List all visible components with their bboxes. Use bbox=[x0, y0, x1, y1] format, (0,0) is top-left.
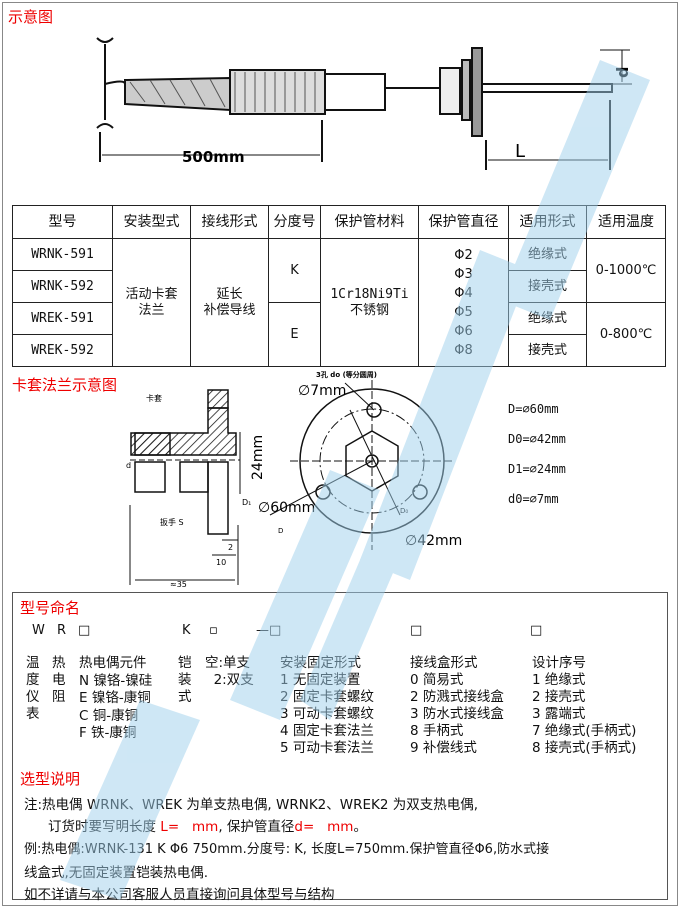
kataoguan-label: 卡套 bbox=[146, 393, 162, 403]
header-temp: 适用温度 bbox=[586, 205, 666, 239]
dim-10: 10 bbox=[216, 558, 226, 567]
selection-title: 选型说明 bbox=[20, 770, 81, 788]
header-form: 适用形式 bbox=[508, 205, 587, 239]
header-install: 安装型式 bbox=[112, 205, 191, 239]
naming-col-element: 热电偶元件 N 镍铬-镍硅 E 镍铬-康铜 C 铜-康铜 F 铁-康铜 bbox=[79, 655, 153, 741]
D0-label: D₀ bbox=[400, 507, 408, 515]
length-field: L= mm bbox=[160, 819, 219, 835]
table-row: WRNK-591 活动卡套 法兰 延长 补偿导线 K 1Cr18Ni9Ti 不锈… bbox=[12, 238, 666, 367]
code-box: —□ bbox=[256, 623, 282, 638]
code-box: □ bbox=[530, 623, 543, 638]
header-grad: 分度号 bbox=[268, 205, 321, 239]
naming-col-branch: 空:单支 2:双支 bbox=[205, 655, 254, 688]
install-cell: 活动卡套 法兰 bbox=[112, 238, 191, 367]
grad-cell: K bbox=[268, 238, 321, 303]
naming-col-junction-box: 接线盒形式 0 简易式 2 防溅式接线盒 3 防水式接线盒 8 手柄式 9 补偿… bbox=[410, 655, 504, 756]
code-box-small: ▫ bbox=[209, 623, 218, 638]
example-line-1: 例:热电偶:WRNK-131 K Φ6 750mm.分度号: K, 长度L=75… bbox=[24, 842, 550, 857]
header-wiring: 接线形式 bbox=[190, 205, 269, 239]
code-R: R bbox=[57, 623, 67, 638]
example-line-2: 线盒式,无固定装置铠装热电偶. bbox=[24, 865, 209, 881]
holes-label: 3孔 do (等分圆周) bbox=[316, 370, 377, 379]
spec-D0: D0=∅42mm bbox=[508, 432, 566, 446]
contact-note: 如不详请与本公司客服人员直接询问具体型号与结构 bbox=[24, 887, 335, 903]
wiring-cell: 延长 补偿导线 bbox=[190, 238, 269, 367]
model-cell: WREK-591 bbox=[12, 302, 113, 335]
form-cell: 接壳式 bbox=[508, 334, 587, 367]
D1-label: D₁ bbox=[242, 498, 251, 507]
model-cell: WREK-592 bbox=[12, 334, 113, 367]
dim-2: 2 bbox=[228, 543, 233, 552]
header-model: 型号 bbox=[12, 205, 113, 239]
diameter-field: d= mm bbox=[294, 819, 354, 835]
model-cell: WRNK-592 bbox=[12, 270, 113, 303]
code-W: W bbox=[32, 623, 45, 638]
table-header-row: 型号 安装型式 接线形式 分度号 保护管材料 保护管直径 适用形式 适用温度 bbox=[12, 205, 666, 239]
note-line-1: 注:热电偶 WRNK、WREK 为单支热电偶, WRNK2、WREK2 为双支热… bbox=[24, 797, 479, 813]
temp-cell: 0-1000℃ bbox=[586, 238, 666, 303]
header-material: 保护管材料 bbox=[320, 205, 419, 239]
form-cell: 绝缘式 bbox=[508, 238, 587, 271]
D0-dim: ∅42mm bbox=[405, 533, 462, 549]
length-L-label: L bbox=[515, 141, 525, 162]
naming-col-armored: 铠 装 式 bbox=[178, 655, 192, 705]
naming-title: 型号命名 bbox=[20, 599, 81, 617]
code-box: □ bbox=[78, 623, 91, 638]
flange-schematic-title: 卡套法兰示意图 bbox=[12, 376, 118, 394]
naming-col-install: 安装固定形式 1 无固定装置 2 固定卡套螺纹 3 可动卡套螺纹 4 固定卡套法… bbox=[280, 655, 374, 756]
naming-col-thermal-resistor: 热 电 阻 bbox=[52, 655, 66, 705]
model-cell: WRNK-591 bbox=[12, 238, 113, 271]
flange-drawing: 卡套 扳手 S 2 10 ≈35 d D₁ 24mm 3孔 do (等分圆周) … bbox=[126, 370, 462, 589]
d0-dim: ∅7mm bbox=[298, 383, 346, 399]
thermocouple-drawing: 500mm L d bbox=[96, 37, 632, 170]
spec-D1: D1=∅24mm bbox=[508, 462, 566, 476]
naming-col-temp-instrument: 温 度 仪 表 bbox=[26, 655, 40, 722]
grad-cell: E bbox=[268, 302, 321, 367]
D-dim: ∅60mm bbox=[258, 500, 315, 516]
form-cell: 绝缘式 bbox=[508, 302, 587, 335]
naming-col-design: 设计序号 1 绝缘式 2 接壳式 3 露端式 7 绝缘式(手柄式) 8 接壳式(… bbox=[532, 655, 637, 756]
D-label: D bbox=[278, 527, 283, 535]
diameter-d-label: d bbox=[613, 67, 632, 78]
note-text: 。 bbox=[353, 819, 367, 835]
dim-35: ≈35 bbox=[170, 580, 187, 589]
form-cell: 接壳式 bbox=[508, 270, 587, 303]
diameter-cell: Φ2 Φ3 Φ4 Φ5 Φ6 Φ8 bbox=[418, 238, 509, 367]
spec-D: D=∅60mm bbox=[508, 402, 559, 416]
material-cell: 1Cr18Ni9Ti 不锈钢 bbox=[320, 238, 419, 367]
d-label: d bbox=[126, 461, 131, 470]
note-line-2: 订货时要写明长度 L= mm, 保护管直径d= mm。 bbox=[48, 815, 367, 835]
D1-dim: 24mm bbox=[250, 435, 266, 480]
temp-cell: 0-800℃ bbox=[586, 302, 666, 367]
length-500-label: 500mm bbox=[182, 148, 245, 166]
note-text: 订货时要写明长度 bbox=[48, 819, 161, 835]
header-diameter: 保护管直径 bbox=[418, 205, 509, 239]
spec-table: 型号 安装型式 接线形式 分度号 保护管材料 保护管直径 适用形式 适用温度 W… bbox=[12, 205, 666, 367]
wrench-label: 扳手 S bbox=[160, 517, 184, 527]
code-box: □ bbox=[410, 623, 423, 638]
note-text: , 保护管直径 bbox=[218, 819, 295, 835]
schematic-title: 示意图 bbox=[8, 8, 54, 26]
spec-d0: d0=∅7mm bbox=[508, 492, 559, 506]
code-K: K bbox=[182, 623, 191, 638]
